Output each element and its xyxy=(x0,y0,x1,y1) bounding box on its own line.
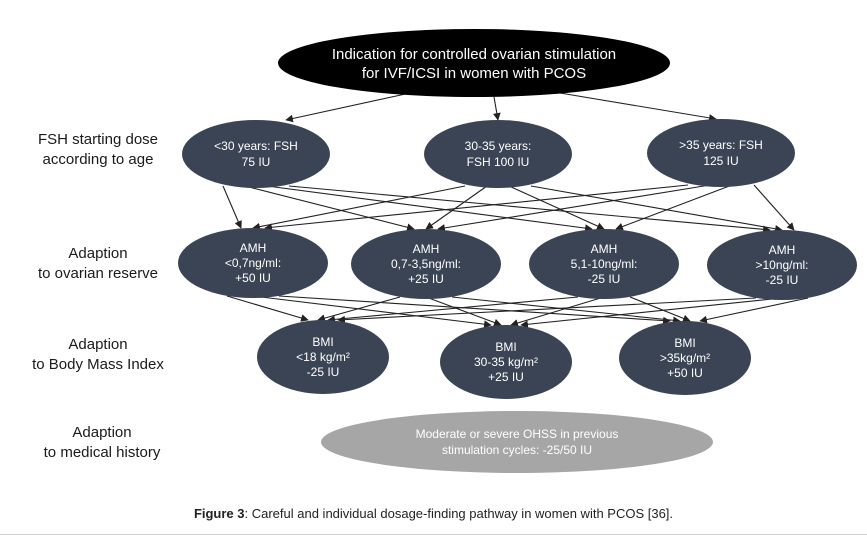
row-label-4-line-1: Adaption xyxy=(72,424,131,441)
ohss-history-node-text-line: Moderate or severe OHSS in previous xyxy=(416,427,619,441)
fsh-30-35-node: 30-35 years: FSH 100 IU xyxy=(424,120,572,188)
edge-amh3-to-bmi3 xyxy=(629,296,691,323)
fsh-30-35-node-text-line: 30-35 years: xyxy=(465,139,532,153)
fsh-over-35-node-text-line: >35 years: FSH xyxy=(679,138,763,152)
amh-mid-low-node-shape xyxy=(351,229,501,299)
row-label-1-line-2: according to age xyxy=(43,151,154,168)
edge-fsh1-to-amh3 xyxy=(266,185,593,232)
edge-amh3-to-bmi1 xyxy=(327,296,579,324)
fsh-under-30-node: <30 years: FSH 75 IU xyxy=(182,120,330,188)
edge-fsh1-to-amh4 xyxy=(288,185,771,234)
bmi-high-node-text-line: +50 IU xyxy=(667,366,703,380)
edge-fsh3-to-amh2 xyxy=(437,184,711,232)
bmi-high-node: BMI>35kg/m²+50 IU xyxy=(619,321,751,395)
amh-mid-high-node-text-line: 5,1-10ng/ml: xyxy=(571,257,638,271)
figure-caption: Figure 3: Careful and individual dosage-… xyxy=(0,506,867,521)
pathway-nodes: Indication for controlled ovarian stimul… xyxy=(178,29,857,473)
edge-fsh2-to-amh4 xyxy=(530,185,783,233)
edge-fsh1-to-amh2 xyxy=(244,185,415,232)
edge-fsh3-to-amh1 xyxy=(264,184,689,232)
edge-top-to-fsh-2 xyxy=(493,96,501,121)
row-label-4-line-2: to medical history xyxy=(44,444,161,461)
edge-amh4-to-bmi1 xyxy=(337,297,757,324)
edge-amh2-to-bmi1 xyxy=(317,296,401,322)
edge-fsh3-to-amh4 xyxy=(753,184,795,231)
row-labels: FSH starting dose according to ageAdaptio… xyxy=(32,131,164,461)
bmi-low-node: BMI<18 kg/m²-25 IU xyxy=(257,320,389,394)
edge-amh3-to-bmi2 xyxy=(510,296,605,327)
fsh-over-35-node-shape xyxy=(647,119,795,187)
indication-node-shape xyxy=(278,29,670,97)
fsh-under-30-node-shape xyxy=(182,120,330,188)
bottom-divider xyxy=(0,534,867,535)
fsh-30-35-node-text-line: FSH 100 IU xyxy=(467,155,530,169)
edge-amh2-to-bmi2 xyxy=(425,296,502,327)
amh-high-node-text-line: AMH xyxy=(769,243,796,257)
bmi-mid-node-shape xyxy=(440,325,572,399)
edge-amh4-to-bmi2 xyxy=(520,297,783,329)
amh-mid-low-node-text-line: +25 IU xyxy=(408,272,444,286)
edge-fsh3-to-amh3 xyxy=(615,184,733,231)
fsh-under-30-node-text-line: 75 IU xyxy=(242,155,271,169)
fsh-over-35-node: >35 years: FSH 125 IU xyxy=(647,119,795,187)
amh-mid-low-node-text-line: 0,7-3,5ng/ml: xyxy=(391,257,461,271)
amh-high-node-text-line: -25 IU xyxy=(766,273,799,287)
fsh-over-35-node-text-line: 125 IU xyxy=(703,154,738,168)
edge-fsh2-to-amh2 xyxy=(425,185,488,230)
amh-mid-low-node-text-line: AMH xyxy=(413,242,440,256)
bmi-mid-node-text-line: BMI xyxy=(495,340,516,354)
amh-low-node-text-line: <0,7ng/ml: xyxy=(225,256,281,270)
bmi-low-node-text-line: BMI xyxy=(312,335,333,349)
amh-mid-high-node-text-line: AMH xyxy=(591,242,618,256)
amh-low-node-text-line: AMH xyxy=(240,241,267,255)
row-label-3-line-2: to Body Mass Index xyxy=(32,356,164,373)
amh-low-node: AMH<0,7ng/ml:+50 IU xyxy=(178,228,328,298)
figure-caption-text: : Careful and individual dosage-finding … xyxy=(244,506,674,521)
indication-node: Indication for controlled ovarian stimul… xyxy=(278,29,670,97)
amh-high-node-text-line: >10ng/ml: xyxy=(755,258,808,272)
amh-low-node-shape xyxy=(178,228,328,298)
amh-low-node-text-line: +50 IU xyxy=(235,271,271,285)
edge-fsh1-to-amh1 xyxy=(222,185,242,229)
bmi-low-node-text-line: <18 kg/m² xyxy=(296,350,350,364)
bmi-high-node-text-line: >35kg/m² xyxy=(660,351,710,365)
fsh-under-30-node-text-line: <30 years: FSH xyxy=(214,139,298,153)
fsh-30-35-node-shape xyxy=(424,120,572,188)
pathway-edges xyxy=(222,92,809,329)
bmi-low-node-shape xyxy=(257,320,389,394)
ohss-history-node-text-line: stimulation cycles: -25/50 IU xyxy=(442,443,592,457)
bmi-high-node-shape xyxy=(619,321,751,395)
edge-fsh2-to-amh1 xyxy=(252,185,466,231)
ohss-history-node: Moderate or severe OHSS in previous stimu… xyxy=(321,411,713,473)
row-label-2-line-1: Adaption xyxy=(68,245,127,262)
row-label-2-line-2: to ovarian reserve xyxy=(38,265,158,282)
bmi-mid-node-text-line: 30-35 kg/m² xyxy=(474,355,538,369)
bmi-high-node-text-line: BMI xyxy=(674,336,695,350)
indication-node-text-line: for IVF/ICSI in women with PCOS xyxy=(362,65,586,82)
bmi-mid-node-text-line: +25 IU xyxy=(488,370,524,384)
amh-mid-high-node-shape xyxy=(529,229,679,299)
indication-node-text-line: Indication for controlled ovarian stimul… xyxy=(332,46,616,63)
amh-high-node: AMH>10ng/ml:-25 IU xyxy=(707,230,857,300)
edge-fsh2-to-amh3 xyxy=(508,185,605,230)
bmi-low-node-text-line: -25 IU xyxy=(307,365,340,379)
edge-amh1-to-bmi1 xyxy=(226,295,309,322)
edge-amh4-to-bmi3 xyxy=(699,297,809,324)
row-label-3-line-1: Adaption xyxy=(68,336,127,353)
edge-top-to-fsh-1 xyxy=(285,92,411,123)
amh-mid-high-node-text-line: -25 IU xyxy=(588,272,621,286)
row-label-1-line-1: FSH starting dose xyxy=(38,131,158,148)
figure-caption-label: Figure 3 xyxy=(193,506,245,521)
ohss-history-node-shape xyxy=(321,411,713,473)
edge-amh1-to-bmi2 xyxy=(252,295,492,328)
edge-top-to-fsh-3 xyxy=(559,92,717,122)
amh-high-node-shape xyxy=(707,230,857,300)
